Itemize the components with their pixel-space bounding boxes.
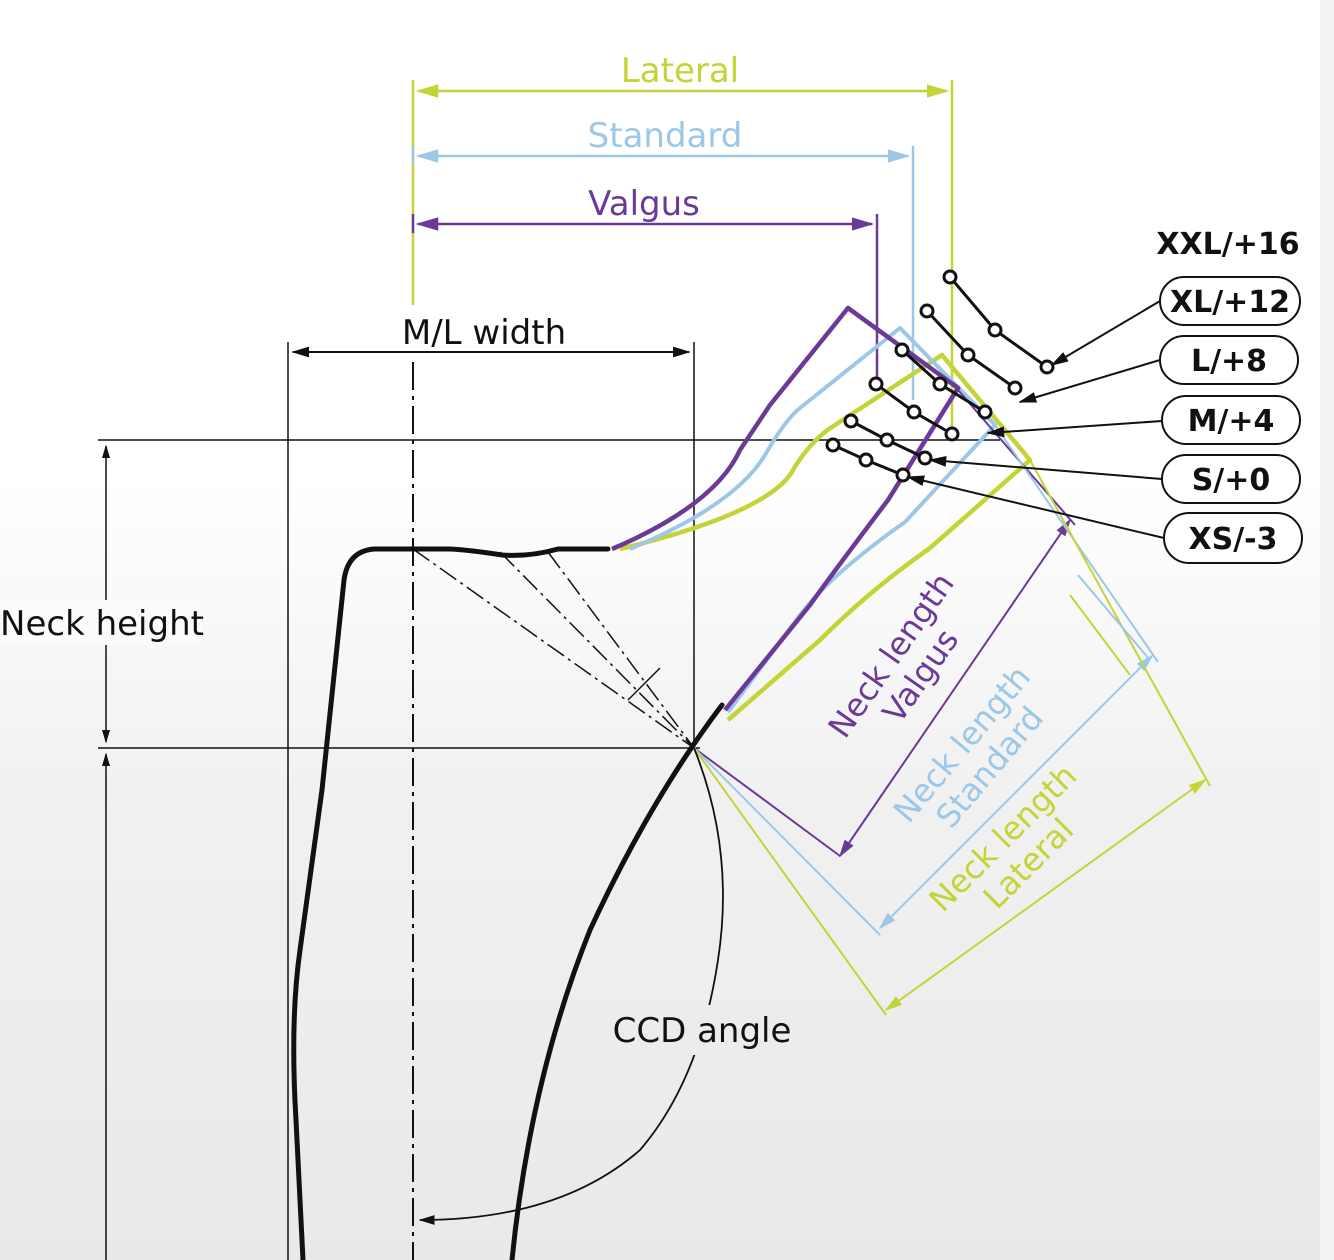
neck-outline-standard [629,326,997,714]
valgus-dimension [411,214,879,385]
neck-height-label-bg [2,600,202,645]
neck-outline-lateral [619,352,1033,722]
size-leaders [906,300,1165,539]
size-tapers [825,269,1055,483]
construction-lines [412,548,695,749]
ml-width-dimension [287,342,695,1260]
ccd-label-bg [610,1005,795,1055]
size-pill-xs [1163,512,1303,564]
ccd-angle-label: CCD angle [613,1011,792,1051]
neck-height-label: Neck height [0,604,204,644]
tick-mark [627,667,661,701]
size-label-m: M/+4 [1188,404,1275,439]
size-pill-xl [1159,276,1301,326]
ml-width-label: M/L width [402,313,566,353]
size-labels: XL/+12 L/+8 M/+4 S/+0 XS/-3 [1159,276,1303,564]
page-edge [1320,0,1334,1260]
size-pill-s [1161,454,1301,504]
neck-outline-valgus [611,305,961,712]
size-label-xs: XS/-3 [1188,522,1277,557]
ccd-angle-arc [418,747,724,1225]
neck-length-lines [693,389,1211,1016]
size-pill-m [1161,395,1301,445]
size-label-s: S/+0 [1192,463,1271,498]
size-label-l: L/+8 [1191,344,1267,379]
size-pill-l [1159,335,1299,385]
valgus-label: Valgus [588,184,700,224]
neck-height-dimension [98,439,1000,1260]
standard-label: Standard [588,116,743,156]
lateral-label: Lateral [621,51,739,91]
lateral-dimension [411,80,954,430]
stem-outline [291,546,725,1260]
size-label-xxl: XXL/+16 [1156,227,1299,262]
size-label-xl: XL/+12 [1170,285,1290,320]
